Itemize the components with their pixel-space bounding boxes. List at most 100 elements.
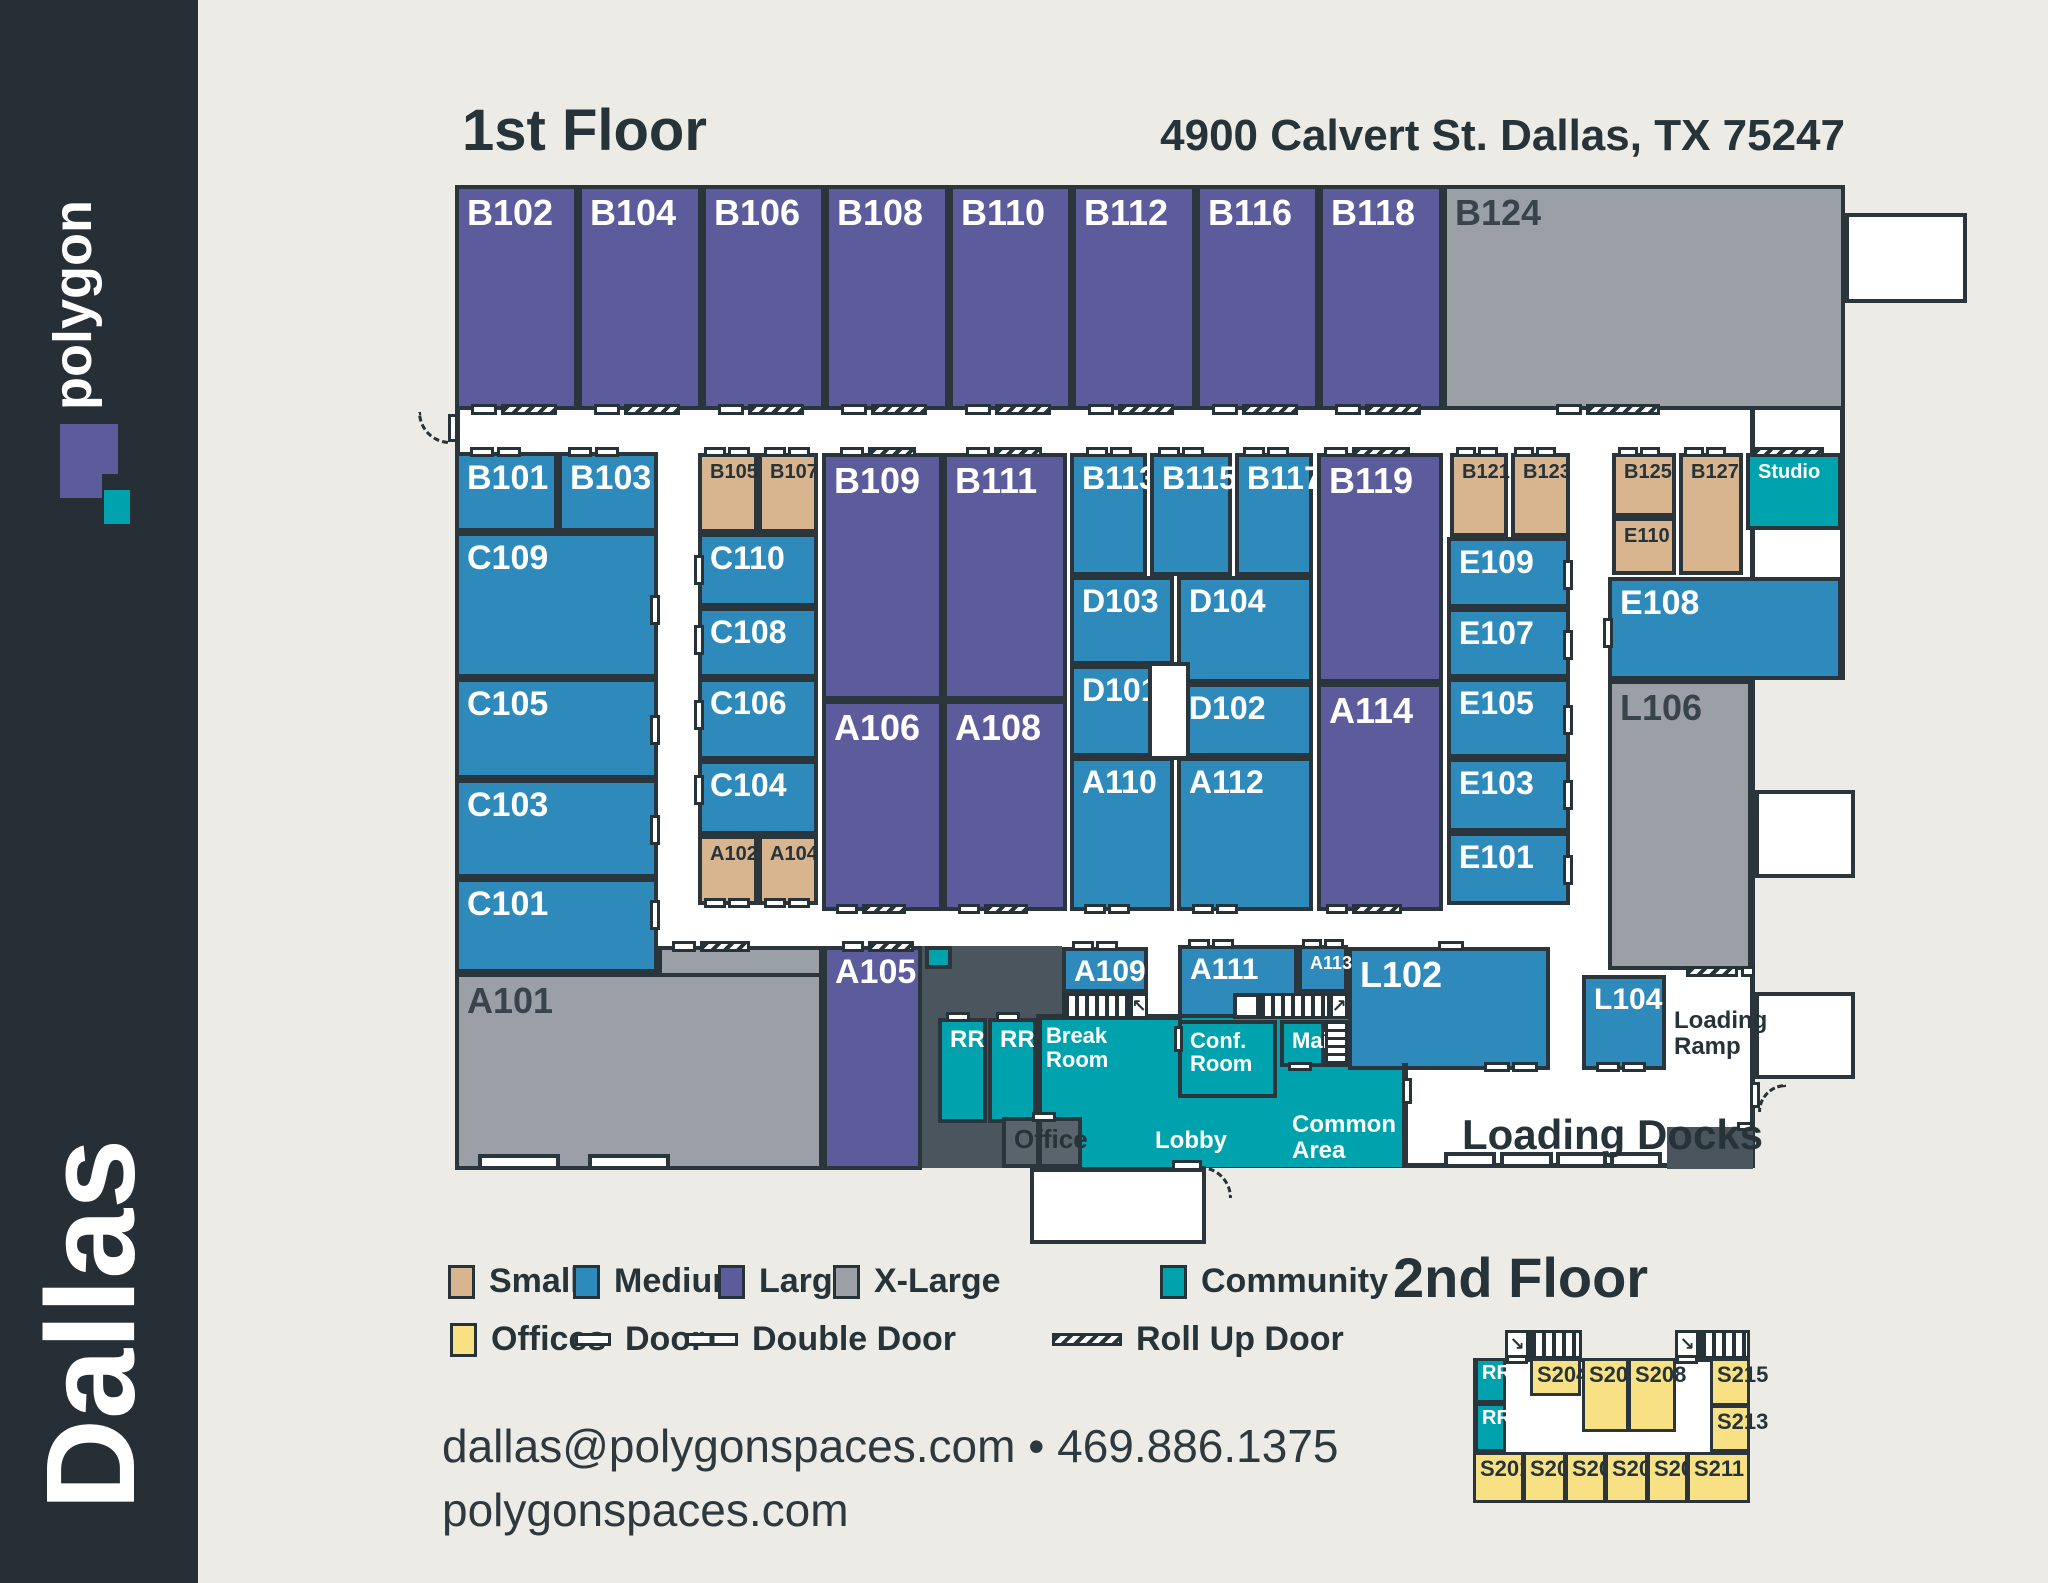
rollup-door-icon-9 — [868, 447, 916, 457]
door-icon-71 — [1622, 1062, 1646, 1072]
unit-label-D101: D101 — [1082, 672, 1159, 708]
unit-label-B127: B127 — [1691, 461, 1739, 483]
door-icon-77 — [1288, 1062, 1312, 1071]
floor2-unit-label: S201 — [1480, 1456, 1532, 1481]
unit-B106: B106 — [702, 185, 825, 410]
unit-label-B119: B119 — [1329, 460, 1414, 501]
unit-kiosk — [925, 946, 952, 969]
unit-Mail: Mail — [1280, 1020, 1335, 1067]
unit-L106: L106 — [1608, 680, 1752, 970]
unit-B103: B103 — [558, 452, 658, 532]
stairs-icon-1 — [1258, 993, 1330, 1019]
unit-Conf: Conf. Room — [1178, 1020, 1277, 1098]
unit-label-B109: B109 — [834, 460, 921, 501]
unit-label-E103: E103 — [1459, 765, 1534, 801]
floor2-unit-s205-9: S205 — [1565, 1452, 1624, 1503]
loading-dock-box-1 — [1755, 790, 1855, 878]
door-icon-62 — [1096, 941, 1118, 951]
door-icon-70 — [1596, 1062, 1620, 1072]
door-icon-16 — [788, 447, 810, 457]
shaft-1 — [1233, 993, 1260, 1019]
door-icon-37 — [650, 900, 660, 930]
floor2-unit-s201-7: S201 — [1473, 1452, 1532, 1503]
door-icon-0 — [471, 404, 497, 415]
floor2-stairs-arrow-1: ↘ — [1675, 1330, 1699, 1359]
door-icon-61 — [1072, 941, 1094, 951]
door-icon-55 — [1108, 904, 1130, 914]
door-icon-23 — [1243, 447, 1265, 457]
label-loading-docks: Loading Docks — [1462, 1111, 1764, 1158]
unit-label-C105: C105 — [467, 685, 549, 723]
floor2-unit-s209-11: S209 — [1647, 1452, 1705, 1503]
unit-D104: D104 — [1177, 576, 1313, 683]
legend-item-door: Door — [575, 1320, 704, 1359]
unit-label-B115: B115 — [1162, 460, 1237, 496]
unit-label-A113: A113 — [1310, 953, 1353, 973]
rollup-door-icon-0 — [501, 404, 557, 415]
unit-label-B103: B103 — [570, 459, 652, 497]
unit-label-E109: E109 — [1459, 544, 1534, 580]
rollup-door-icon-5 — [1118, 404, 1174, 415]
door-icon-26 — [1456, 447, 1476, 457]
floor2-unit-rr-0: RR — [1475, 1358, 1511, 1403]
door-icon-10 — [497, 447, 521, 457]
unit-E109: E109 — [1447, 537, 1570, 608]
door-icon-45 — [1563, 780, 1573, 810]
unit-label-L104: L104 — [1594, 983, 1663, 1016]
loading-dock-box-4 — [588, 1154, 670, 1170]
unit-C105: C105 — [455, 678, 658, 779]
unit-label-RR1: RR — [950, 1026, 985, 1053]
legend-label: Community — [1201, 1262, 1388, 1300]
door-legend-icon — [575, 1333, 611, 1346]
unit-label-A102: A102 — [710, 843, 758, 865]
unit-label-B108: B108 — [837, 192, 924, 233]
door-icon-27 — [1478, 447, 1498, 457]
legend-swatch-xlarge — [833, 1264, 860, 1299]
rollup-door-icon-8 — [1586, 404, 1660, 415]
unit-B127: B127 — [1679, 453, 1743, 575]
door-icon-13 — [704, 447, 726, 457]
door-icon-4 — [965, 404, 991, 415]
stairs-icon-0 — [1062, 993, 1130, 1019]
rollup-door-icon-16 — [868, 941, 914, 952]
rollup-door-icon-7 — [1365, 404, 1421, 415]
door-icon-22 — [1182, 447, 1204, 457]
rollup-door-icon-17 — [700, 941, 750, 952]
unit-C101: C101 — [455, 878, 658, 973]
unit-B113: B113 — [1070, 453, 1157, 576]
unit-label-C101: C101 — [467, 885, 549, 923]
shaft-0 — [1148, 662, 1190, 760]
unit-label-E107: E107 — [1459, 615, 1534, 651]
floor2-stairs-door-1 — [1676, 1355, 1698, 1364]
door-icon-67 — [1438, 941, 1464, 951]
door-icon-34 — [650, 595, 660, 625]
unit-label-Conf: Conf. Room — [1190, 1028, 1253, 1077]
door-icon-36 — [650, 815, 660, 845]
unit-label-A104: A104 — [770, 843, 818, 865]
unit-C108: C108 — [698, 607, 818, 678]
unit-label-C108: C108 — [710, 614, 787, 650]
door-icon-48 — [704, 898, 726, 908]
door-icon-7 — [1335, 404, 1361, 415]
unit-B116: B116 — [1196, 185, 1319, 410]
unit-label-Mail: Mail — [1292, 1028, 1335, 1053]
door-icon-52 — [836, 904, 858, 914]
legend-swatch-medium — [573, 1264, 600, 1299]
door-swing-arc-1 — [1200, 1166, 1232, 1198]
unit-label-A112: A112 — [1189, 764, 1264, 800]
door-icon-59 — [842, 941, 864, 952]
unit-A108: A108 — [943, 700, 1067, 911]
floor2-unit-label: S205 — [1572, 1456, 1624, 1481]
rollup-door-icon-10 — [994, 447, 1042, 457]
unit-B102: B102 — [455, 185, 578, 410]
door-icon-42 — [1563, 560, 1573, 590]
unit-label-B124: B124 — [1455, 192, 1542, 233]
floor2-stairs-arrow-0: ↘ — [1505, 1330, 1529, 1359]
unit-B104: B104 — [578, 185, 702, 410]
unit-label-RR2: RR — [1000, 1026, 1035, 1053]
unit-label-Office: Office — [1014, 1124, 1088, 1154]
door-icon-11 — [568, 447, 592, 457]
second-floor-title: 2nd Floor — [1393, 1246, 1649, 1309]
door-icon-60 — [672, 941, 696, 952]
